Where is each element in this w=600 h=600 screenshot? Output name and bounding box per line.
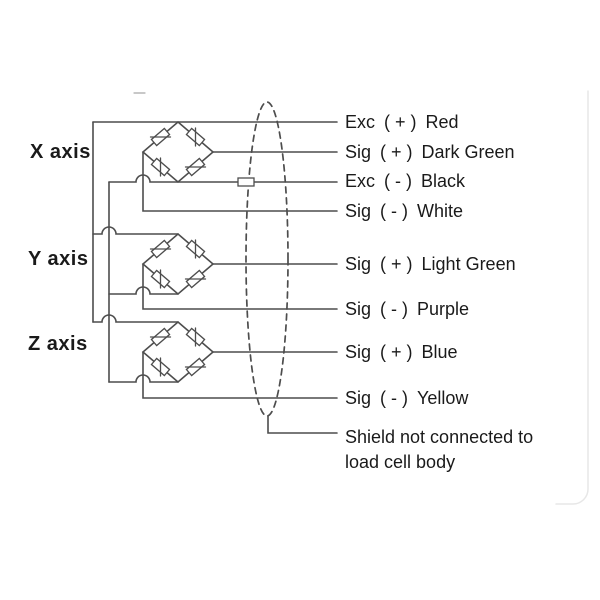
branch-exc-plus-to-y-bridge: [92, 226, 179, 235]
signal-wires: [142, 151, 338, 399]
wire-signal: Sig: [345, 254, 372, 274]
wire-sig-minus-white: [142, 151, 338, 212]
bridge-y-diamond: [141, 232, 215, 296]
bridge-x-diamond: [141, 120, 215, 184]
wire-color: Purple: [417, 299, 470, 319]
inline-connector: [237, 177, 255, 187]
wire-color: Blue: [421, 342, 458, 362]
wire-signal: Exc: [345, 112, 376, 132]
wire-color: Yellow: [417, 388, 469, 408]
wire-label-sig-minus-purple: Sig ( - ) Purple: [345, 297, 469, 321]
axis-label-x: X axis: [30, 141, 91, 163]
wire-label-sig-plus-dark-green: Sig ( + ) Dark Green: [345, 140, 515, 164]
wire-signal: Sig: [345, 142, 372, 162]
wire-signal: Sig: [345, 299, 372, 319]
wire-label-sig-minus-yellow: Sig ( - ) Yellow: [345, 386, 468, 410]
wire-polarity: ( - ): [380, 201, 408, 221]
shield-note: Shield not connected to load cell body: [345, 425, 575, 475]
wire-polarity: ( - ): [380, 388, 408, 408]
wire-signal: Exc: [345, 171, 376, 191]
wire-polarity: ( + ): [380, 142, 413, 162]
wire-label-exc-plus-red: Exc ( + ) Red: [345, 110, 459, 134]
shield-lead: [267, 415, 338, 434]
wire-signal: Sig: [345, 388, 372, 408]
axis-label-z: Z axis: [28, 333, 88, 355]
wire-label-sig-minus-white: Sig ( - ) White: [345, 199, 463, 223]
cable-shield-ellipse: [245, 101, 289, 417]
wire-sig-minus-purple: [142, 263, 338, 310]
wire-color: White: [417, 201, 464, 221]
wire-label-sig-plus-light-green: Sig ( + ) Light Green: [345, 252, 516, 276]
wire-polarity: ( + ): [380, 342, 413, 362]
bridge-y: [141, 232, 215, 296]
bridge-z: [141, 320, 215, 384]
bridge-z-diamond: [141, 320, 215, 384]
wire-label-exc-minus-black: Exc ( - ) Black: [345, 169, 465, 193]
shield-note-line1: Shield not connected to: [345, 427, 534, 447]
wire-label-sig-plus-blue: Sig ( + ) Blue: [345, 340, 458, 364]
wire-sig-minus-yellow: [142, 351, 338, 399]
wire-signal: Sig: [345, 201, 372, 221]
wire-color: Light Green: [421, 254, 516, 274]
branch-exc-plus-to-z-bridge: [92, 314, 179, 323]
wire-polarity: ( + ): [380, 254, 413, 274]
faint-frame-edge: [555, 90, 589, 505]
wire-color: Dark Green: [421, 142, 515, 162]
wire-color: Black: [421, 171, 466, 191]
wire-polarity: ( - ): [384, 171, 412, 191]
wire-polarity: ( + ): [384, 112, 417, 132]
bridge-x: [141, 120, 215, 184]
wire-color: Red: [425, 112, 459, 132]
wire-signal: Sig: [345, 342, 372, 362]
wire-polarity: ( - ): [380, 299, 408, 319]
shield-note-line2: load cell body: [345, 452, 456, 472]
axis-label-y: Y axis: [28, 248, 89, 270]
